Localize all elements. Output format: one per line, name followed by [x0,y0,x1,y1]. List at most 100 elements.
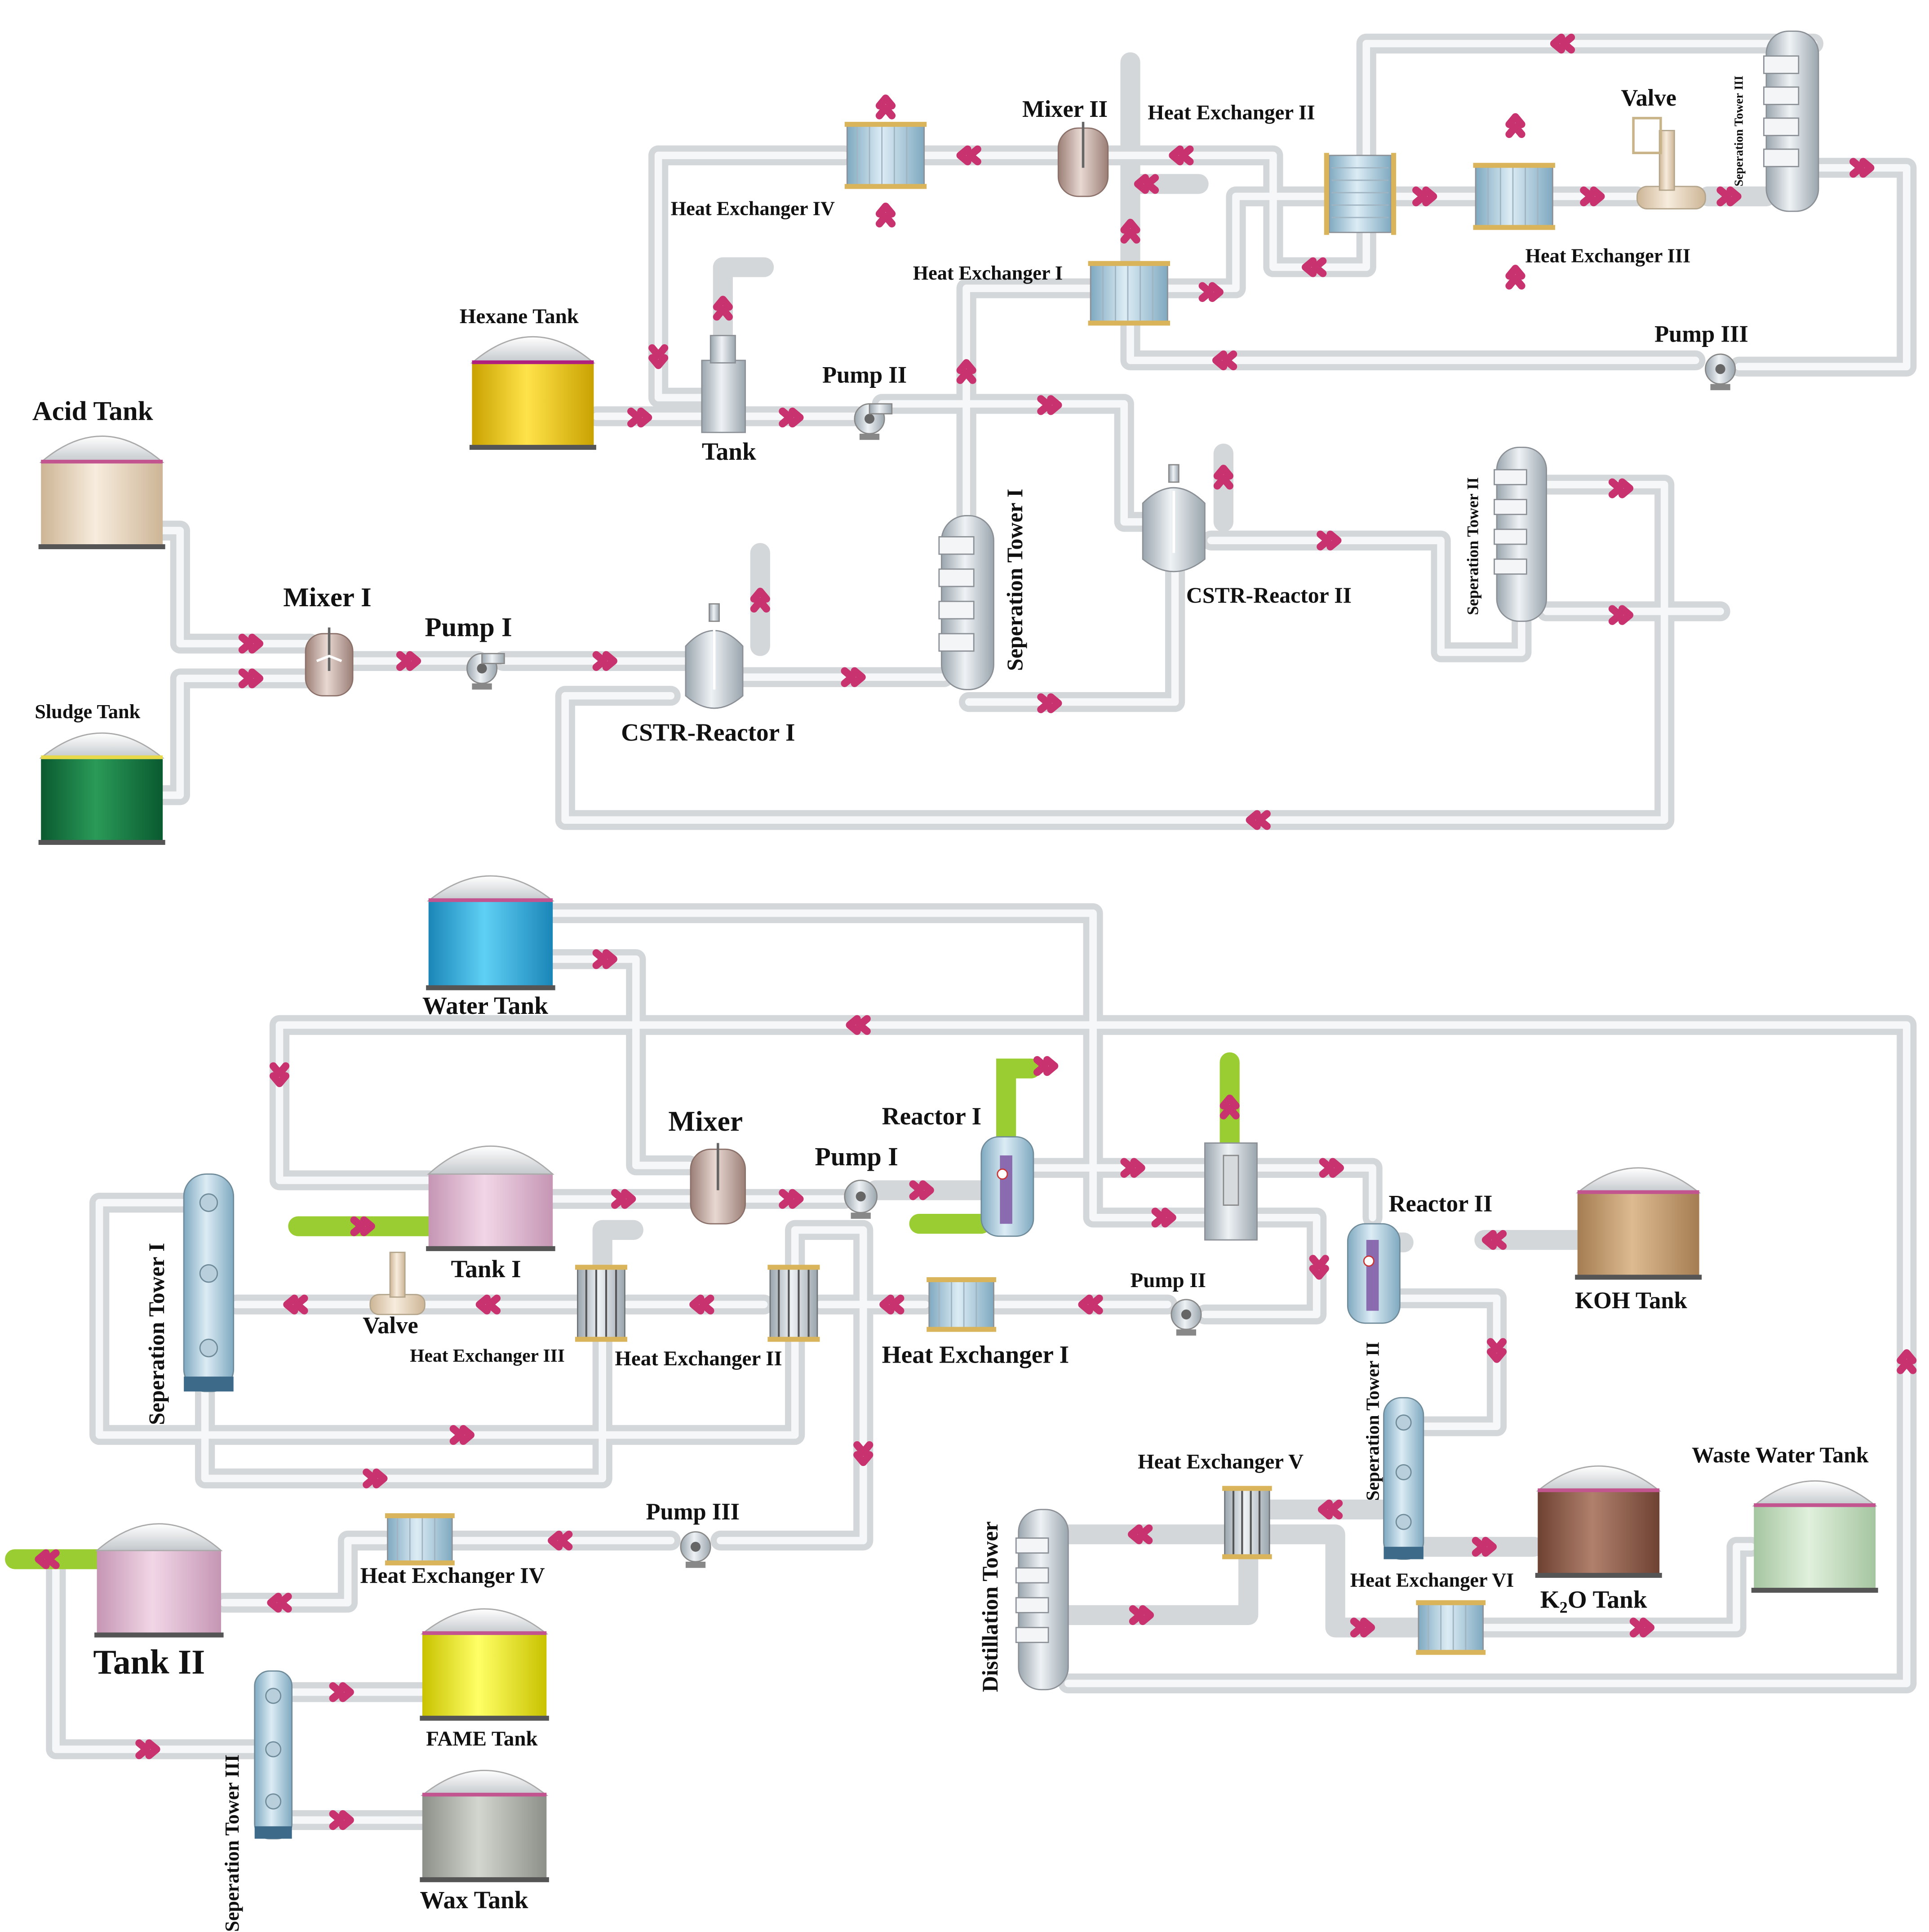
waste-water-tank-label: Waste Water Tank [1692,1443,1869,1467]
arrows-right [135,158,1875,1830]
koh-tank [1575,1167,1702,1280]
mixer-1-label: Mixer I [283,582,371,613]
tank-label: Tank [702,438,756,465]
water-tank-label: Water Tank [422,992,548,1019]
pump-1-top [466,653,505,690]
pump-3-bottom [680,1531,711,1568]
reactor-2-label: Reactor II [1389,1190,1493,1217]
pump-1-label: Pump I [425,613,512,643]
cstr-reactor-2 [1142,464,1206,573]
cstr-reactor-1 [685,603,744,709]
heat-exchanger-4-bottom-label: Heat Exchanger IV [360,1563,545,1588]
heat-exchanger-6 [1416,1600,1486,1655]
reactor-1 [980,1136,1034,1237]
separation-tower-1-top [938,515,994,690]
hexane-tank-label: Hexane Tank [460,305,579,328]
heat-exchanger-3-bottom-label: Heat Exchanger III [410,1345,565,1366]
heat-exchanger-4-top [844,122,927,189]
separation-tower-3-bottom [254,1670,293,1839]
arrows-left [35,33,1575,1613]
heat-exchanger-1-bottom [927,1277,996,1332]
pump-3-top [1705,353,1736,391]
tank-1 [426,1146,555,1251]
separation-tower-2-bottom-label: Seperation Tower II [1362,1342,1383,1501]
heater-unit [1204,1142,1258,1241]
top-pipes-highlight [159,40,1911,824]
pump-1-bottom [844,1179,878,1219]
heat-exchanger-4-top-label: Heat Exchanger IV [671,197,835,219]
heat-exchanger-1-bottom-label: Heat Exchanger I [882,1341,1069,1368]
tank-2-label: Tank II [93,1643,205,1681]
mixer-2-label: Mixer II [1022,96,1108,122]
wax-tank [420,1770,549,1883]
heat-exchanger-5 [1222,1486,1272,1559]
valve-top-label: Valve [1621,85,1676,111]
separation-tower-3-top [1763,30,1819,212]
wax-tank-label: Wax Tank [420,1886,528,1914]
separation-tower-2-top-label: Seperation Tower II [1464,477,1482,615]
heat-exchanger-4-bottom [385,1513,455,1566]
heat-exchanger-6-label: Heat Exchanger VI [1350,1569,1514,1591]
valve-bottom-label: Valve [363,1312,418,1338]
heat-exchanger-2-top [1324,153,1397,235]
arrows-up [713,94,1917,1374]
acid-tank [38,435,165,550]
heat-exchanger-3-top-label: Heat Exchanger III [1525,245,1691,267]
heat-exchanger-3-top [1473,163,1555,230]
reactor-2 [1347,1223,1401,1324]
fame-tank [420,1608,549,1721]
heat-exchanger-2-bottom [767,1265,820,1342]
mixer-bottom [690,1143,746,1225]
separation-tower-2-top [1494,447,1547,622]
bottom-labels: Water Tank Mixer Pump I Reactor I Reacto… [93,992,1869,1932]
top-labels: Acid Tank Sludge Tank Mixer I Pump I CST… [32,76,1748,746]
sludge-tank-label: Sludge Tank [35,701,140,723]
k2o-k: K [1540,1586,1560,1613]
pump-3-bottom-label: Pump III [646,1499,740,1525]
k2o-suffix: O Tank [1568,1586,1647,1613]
separation-tower-3-top-label: Seperation Tower III [1731,76,1745,187]
pump-1-bottom-label: Pump I [815,1142,898,1171]
separation-tower-2-bottom [1383,1397,1424,1560]
mixer-2 [1057,122,1109,197]
heat-exchanger-2-top-label: Heat Exchanger II [1148,101,1315,124]
pump-3-top-label: Pump III [1654,321,1748,347]
pump-2-bottom-label: Pump II [1131,1269,1206,1292]
flow-arrows [35,33,1917,1830]
k2o-subscript: 2 [1560,1598,1568,1616]
mixer-1 [305,627,354,697]
distillation-tower [1015,1509,1069,1691]
tank-1-label: Tank I [451,1255,521,1283]
fame-tank-label: FAME Tank [426,1727,538,1750]
heat-exchanger-2-bottom-label: Heat Exchanger II [615,1347,782,1370]
hexane-tank [469,336,596,450]
separation-tower-1-bottom-label: Seperation Tower I [144,1243,169,1425]
separation-tower-1-bottom [183,1173,235,1392]
heat-exchanger-3-bottom [575,1265,627,1342]
heat-exchanger-1-top [1088,261,1170,326]
water-tank [426,875,555,990]
small-tank [701,335,746,433]
pump-2-top [854,403,893,440]
separation-tower-1-top-label: Seperation Tower I [1002,489,1027,671]
valve-bottom [369,1252,426,1315]
k2o-tank-label: K2O Tank [1540,1586,1647,1616]
separation-tower-3-bottom-label: Seperation Tower III [221,1754,243,1932]
pump-2-label: Pump II [822,362,907,388]
mixer-label: Mixer [668,1105,743,1137]
cstr-reactor-1-label: CSTR-Reactor I [621,719,795,746]
sludge-tank [38,732,165,845]
reactor-1-label: Reactor I [882,1102,982,1130]
pump-2-bottom [1171,1299,1202,1336]
heat-exchanger-1-top-label: Heat Exchanger I [913,262,1063,284]
distillation-tower-label: Distillation Tower [978,1521,1002,1692]
tank-2 [94,1523,224,1638]
valve-top [1632,117,1706,210]
heat-exchanger-5-label: Heat Exchanger V [1138,1450,1304,1474]
arrows-down [269,344,1507,1466]
waste-water-tank [1751,1480,1878,1593]
k2o-tank [1535,1465,1662,1578]
koh-tank-label: KOH Tank [1575,1288,1687,1314]
